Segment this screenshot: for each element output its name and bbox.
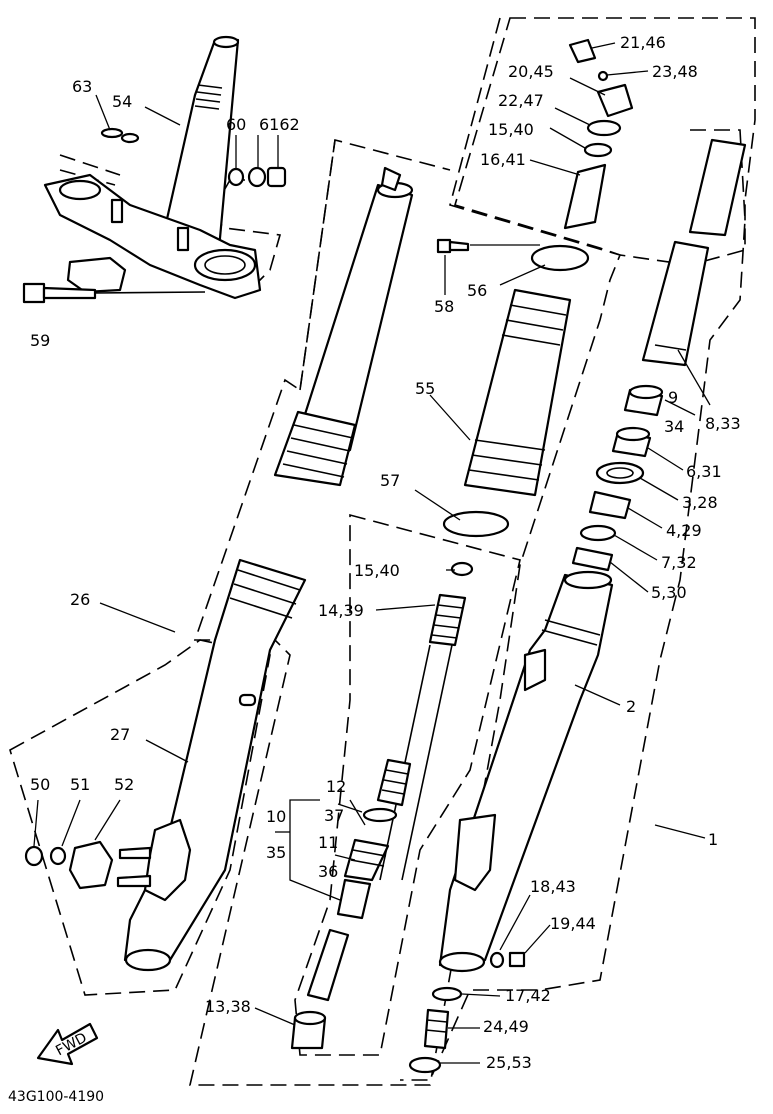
- diagram-code: 43G100-4190: [8, 1089, 104, 1105]
- label-4-29: 4,29: [666, 521, 702, 540]
- label-55: 55: [415, 379, 435, 398]
- label-19-44: 19,44: [550, 914, 596, 933]
- steering-stem: [158, 35, 240, 262]
- fork-spring-14: [379, 593, 467, 881]
- piston-ring-12: [362, 807, 398, 823]
- label-8-33: 8,33: [705, 414, 741, 433]
- cap-20: [596, 83, 634, 118]
- bolt-19: [508, 951, 526, 968]
- label-27: 27: [110, 725, 130, 744]
- label-35: 35: [266, 843, 286, 862]
- slide-metal-6: [611, 426, 652, 458]
- oil-seal-3: [595, 461, 645, 485]
- handlebar-holder: [66, 256, 127, 294]
- clamp-57: [442, 510, 510, 538]
- left-outer-tube: [123, 558, 307, 972]
- label-3-28: 3,28: [682, 493, 718, 512]
- boundary-outer-tube-group: [188, 17, 622, 1086]
- label-25-53: 25,53: [486, 1053, 532, 1072]
- clamp-56: [530, 244, 590, 272]
- collar-15: [583, 142, 613, 158]
- under-bracket: [43, 173, 262, 300]
- label-23-48: 23,48: [652, 62, 698, 81]
- label-50: 50: [30, 775, 50, 794]
- label-16-41: 16,41: [480, 150, 526, 169]
- label-9: 9: [668, 388, 678, 407]
- label-60: 60: [226, 115, 246, 134]
- spacer-16: [563, 163, 607, 230]
- label-37: 37: [324, 806, 344, 825]
- label-54: 54: [112, 92, 132, 111]
- label-2: 2: [626, 697, 636, 716]
- label-20-45: 20,45: [508, 62, 554, 81]
- o-ring-23: [597, 70, 609, 82]
- bolt-59: [22, 282, 206, 304]
- label-7-32: 7,32: [661, 553, 697, 572]
- label-15-40: 15,40: [488, 120, 534, 139]
- damper-rod-lower: [336, 838, 390, 920]
- washer-18: [489, 951, 505, 969]
- gasket-25: [408, 1056, 442, 1074]
- label-15-40-lower: 15,40: [354, 561, 400, 580]
- boundary-inner-assy: [400, 129, 746, 1081]
- label-1: 1: [708, 830, 718, 849]
- caliper-bracket: [143, 818, 192, 902]
- leader-lines: [33, 42, 711, 1064]
- clip-7: [579, 524, 617, 542]
- label-10: 10: [266, 807, 286, 826]
- boundary-top-group: [454, 17, 756, 266]
- label-63: 63: [72, 77, 92, 96]
- label-17-42: 17,42: [505, 986, 551, 1005]
- bolt-58: [436, 238, 470, 254]
- washer-4: [588, 490, 632, 520]
- boot-55: [463, 288, 572, 497]
- gasket-17: [431, 986, 463, 1002]
- label-12: 12: [326, 777, 346, 796]
- left-inner-tube: [298, 166, 414, 452]
- label-36: 36: [318, 862, 338, 881]
- washer-63: [100, 127, 140, 144]
- right-outer-tube: [438, 570, 614, 973]
- label-5-30: 5,30: [651, 583, 687, 602]
- label-57: 57: [380, 471, 400, 490]
- label-21-46: 21,46: [620, 33, 666, 52]
- label-18-43: 18,43: [530, 877, 576, 896]
- cap-bolt-21: [568, 38, 597, 64]
- bolt-24: [423, 1008, 450, 1050]
- label-22-47: 22,47: [498, 91, 544, 110]
- label-11: 11: [318, 833, 338, 852]
- dust-seal-5: [571, 546, 614, 572]
- label-59: 59: [30, 331, 50, 350]
- label-34: 34: [664, 417, 684, 436]
- label-14-39: 14,39: [318, 601, 364, 620]
- inner-tube-upper: [688, 138, 747, 237]
- part-labels: 21,46 23,48 20,45 22,47 15,40 16,41 63 5…: [30, 33, 741, 1072]
- o-ring-22: [586, 119, 622, 137]
- collar-15-lower: [450, 561, 474, 577]
- boundary-outer-cast: [9, 639, 271, 996]
- inner-tube-8: [641, 240, 710, 367]
- boundary-damper-group: [294, 513, 521, 1056]
- label-56: 56: [467, 281, 487, 300]
- label-51: 51: [70, 775, 90, 794]
- oil-lock-piece-13: [290, 1010, 327, 1050]
- rebound-spring: [376, 758, 412, 807]
- label-58: 58: [434, 297, 454, 316]
- left-fork-boot: [273, 410, 357, 487]
- label-24-49: 24,49: [483, 1017, 529, 1036]
- nut-60-61-62: [227, 166, 287, 188]
- part-50-51-52: [24, 840, 152, 890]
- label-6-31: 6,31: [686, 462, 722, 481]
- label-6162: 6162: [259, 115, 300, 134]
- label-26: 26: [70, 590, 90, 609]
- fwd-arrow: FWD: [36, 1022, 99, 1066]
- label-13-38: 13,38: [205, 997, 251, 1016]
- label-52: 52: [114, 775, 134, 794]
- slide-metal-9: [623, 384, 664, 417]
- damper-rod-13: [306, 928, 350, 1002]
